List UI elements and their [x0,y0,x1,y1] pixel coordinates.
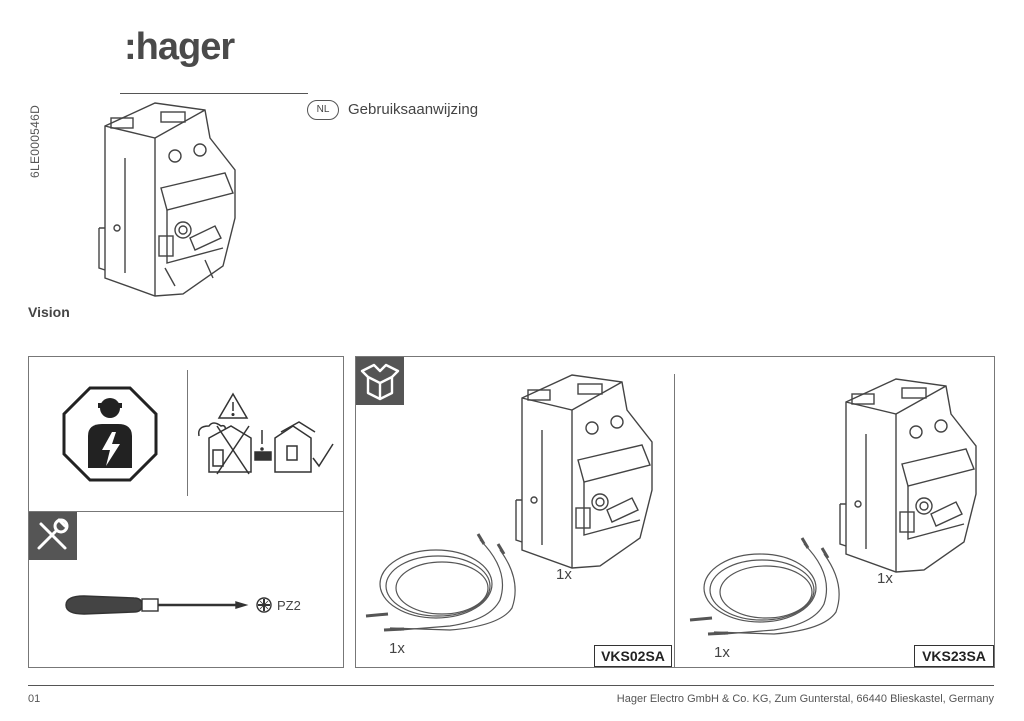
tools-icon [37,518,69,550]
breaker-vks02sa-illustration [515,374,653,569]
company-address: Hager Electro GmbH & Co. KG, Zum Gunters… [616,693,994,705]
safety-warning-icon [197,392,334,475]
cable-quantity: 1x [389,640,405,657]
cable-quantity: 1x [714,644,730,661]
header-divider [120,93,308,94]
device-quantity: 1x [877,570,893,587]
screwdriver-icon [65,595,249,615]
document-code: 6LE000546D [28,104,42,178]
tools-icon-box [29,512,77,560]
footer-divider [28,685,994,686]
language-badge: NL [307,100,339,120]
device-quantity: 1x [556,566,572,583]
cable-vks23sa-illustration [689,537,840,636]
hager-logo: :hager [124,26,235,68]
contents-divider [674,374,675,667]
breaker-vks23sa-illustration [839,378,977,573]
package-contents-panel [355,356,995,668]
panel-divider-vertical [187,370,188,496]
page-number: 01 [28,693,41,705]
pozidriv-bit-icon [256,597,272,613]
safety-tools-panel [28,356,344,668]
package-icon-box [356,357,404,405]
screwdriver-bit-label: PZ2 [277,598,301,613]
document-type-label: Gebruiksaanwijzing [348,101,479,118]
qualified-electrician-icon [62,386,158,482]
product-reference-label: VKS02SA [594,645,672,667]
section-title: Vision [28,304,70,320]
product-reference-label: VKS23SA [914,645,994,667]
panel-divider [29,511,343,512]
cable-vks02sa-illustration [365,533,516,632]
box-icon [360,363,400,401]
breaker-illustration [98,102,236,297]
